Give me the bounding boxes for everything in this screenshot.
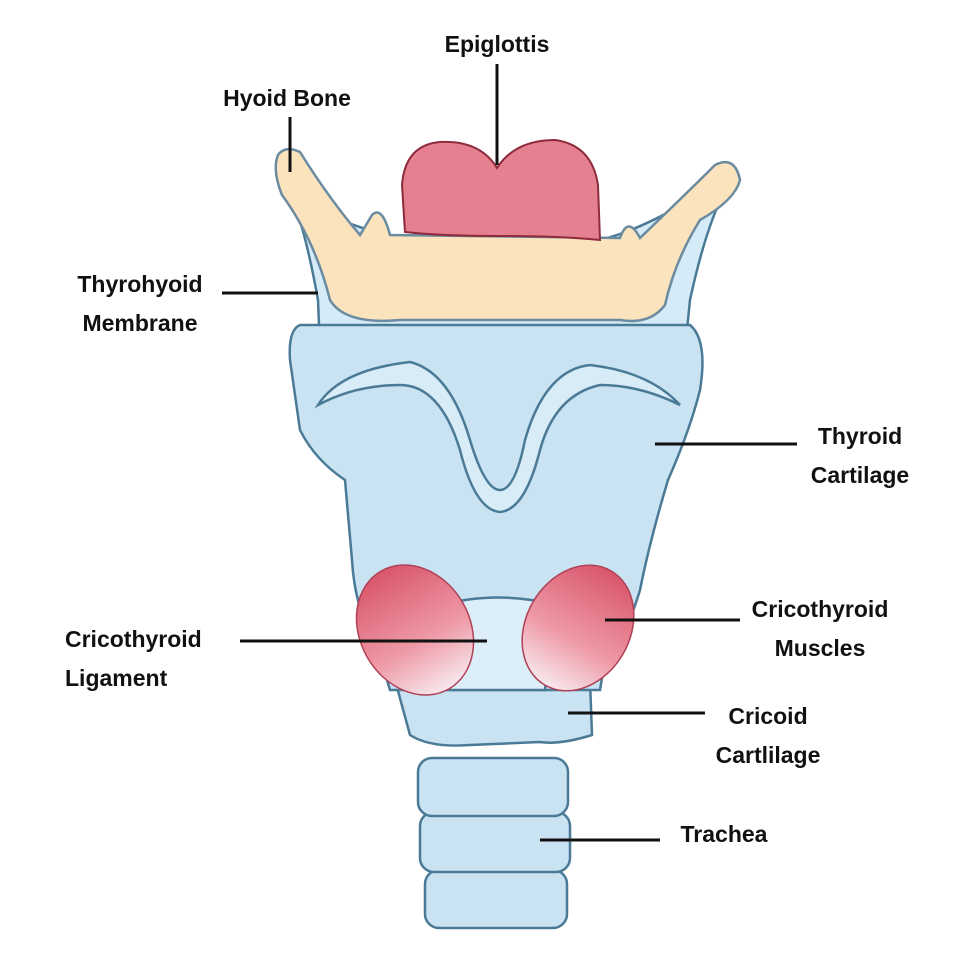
cricoid-cartilage bbox=[393, 678, 594, 747]
label-line: Cricothyroid bbox=[751, 596, 889, 622]
label-line: Membrane bbox=[82, 310, 198, 336]
cricothyroid-muscle-left bbox=[355, 564, 475, 696]
thyroid-notch bbox=[314, 360, 681, 514]
label-line: Cartlilage bbox=[715, 742, 821, 768]
label-line: Thyroid bbox=[817, 423, 903, 449]
cricothyroid-muscle-right bbox=[521, 564, 635, 692]
label-epiglottis: Epiglottis bbox=[444, 31, 550, 57]
label-line: Muscles bbox=[774, 635, 866, 661]
label-thyroid-cartilage: Thyroid Cartilage bbox=[811, 417, 909, 495]
epiglottis bbox=[400, 138, 602, 242]
label-line: Cricothyroid bbox=[65, 626, 202, 652]
label-line: Thyrohyoid bbox=[77, 271, 203, 297]
trachea-ring bbox=[418, 810, 572, 874]
label-trachea: Trachea bbox=[680, 821, 768, 847]
label-hyoid-bone: Hyoid Bone bbox=[223, 85, 351, 111]
trachea-ring bbox=[416, 756, 570, 818]
trachea-ring bbox=[423, 868, 569, 930]
label-cricothyroid-muscles: Cricothyroid Muscles bbox=[752, 590, 889, 668]
label-cricothyroid-ligament: Cricothyroid Ligament bbox=[65, 620, 202, 698]
label-line: Ligament bbox=[65, 665, 168, 691]
label-thyrohyoid-membrane: Thyrohyoid Membrane bbox=[77, 265, 202, 343]
label-line: Cricoid bbox=[728, 703, 808, 729]
hyoid-bone bbox=[274, 147, 742, 323]
label-line: Cartilage bbox=[810, 462, 910, 488]
label-cricoid-cartilage: Cricoid Cartlilage bbox=[716, 697, 821, 775]
